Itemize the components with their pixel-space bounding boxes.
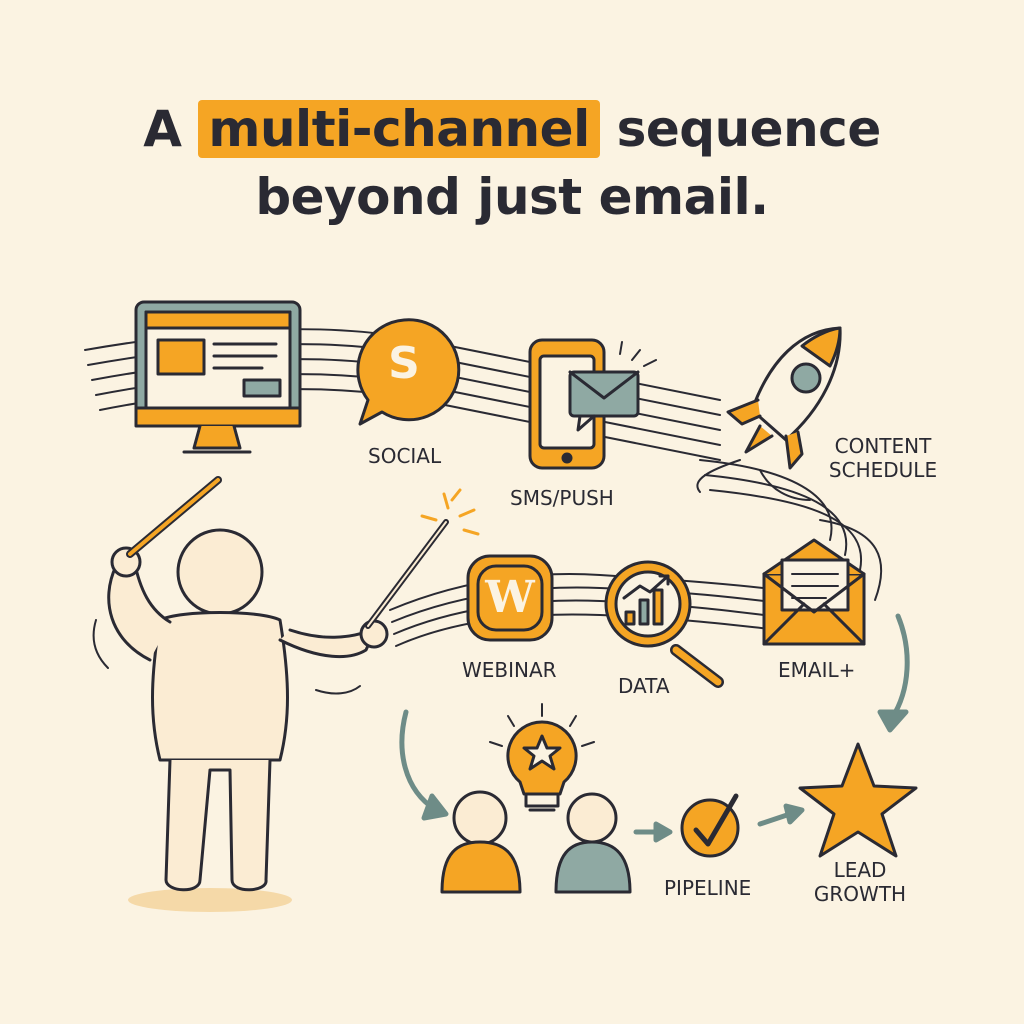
title-highlight: multi-channel bbox=[198, 100, 600, 158]
label-lead-line1: LEAD bbox=[833, 858, 887, 882]
rocket-icon bbox=[696, 326, 842, 501]
label-pipeline: PIPELINE bbox=[664, 876, 752, 900]
flow-lines-middle bbox=[389, 573, 781, 647]
star-icon bbox=[798, 742, 918, 858]
social-glyph: S bbox=[388, 338, 420, 389]
label-content-schedule: CONTENT SCHEDULE bbox=[818, 434, 948, 482]
title-suffix: sequence bbox=[599, 100, 882, 158]
label-lead-growth: LEAD GROWTH bbox=[800, 858, 920, 906]
check-icon bbox=[680, 793, 740, 858]
label-lead-line2: GROWTH bbox=[813, 882, 907, 906]
title-prefix: A bbox=[143, 100, 199, 158]
flow-arrows bbox=[399, 613, 910, 843]
page-subtitle: beyond just email. bbox=[255, 168, 769, 226]
label-email: EMAIL+ bbox=[778, 658, 856, 682]
label-webinar: WEBINAR bbox=[462, 658, 557, 682]
data-icon bbox=[604, 560, 724, 688]
page-title: A multi-channel sequence bbox=[0, 100, 1024, 158]
social-icon bbox=[356, 318, 461, 426]
webinar-glyph: W bbox=[485, 572, 535, 623]
phone-icon bbox=[528, 338, 657, 470]
label-data: DATA bbox=[618, 674, 670, 698]
email-icon bbox=[762, 538, 866, 646]
conductor-figure bbox=[92, 476, 449, 912]
sparkle-icon bbox=[420, 488, 480, 536]
webinar-icon bbox=[466, 554, 554, 642]
label-content-line1: CONTENT bbox=[834, 434, 932, 458]
label-content-line2: SCHEDULE bbox=[828, 458, 938, 482]
flow-lines-curve bbox=[699, 459, 883, 601]
people-icon bbox=[440, 790, 632, 894]
label-social: SOCIAL bbox=[368, 444, 442, 468]
label-sms-push: SMS/PUSH bbox=[510, 486, 614, 510]
monitor-icon bbox=[134, 300, 302, 454]
lightbulb-icon bbox=[489, 703, 595, 812]
